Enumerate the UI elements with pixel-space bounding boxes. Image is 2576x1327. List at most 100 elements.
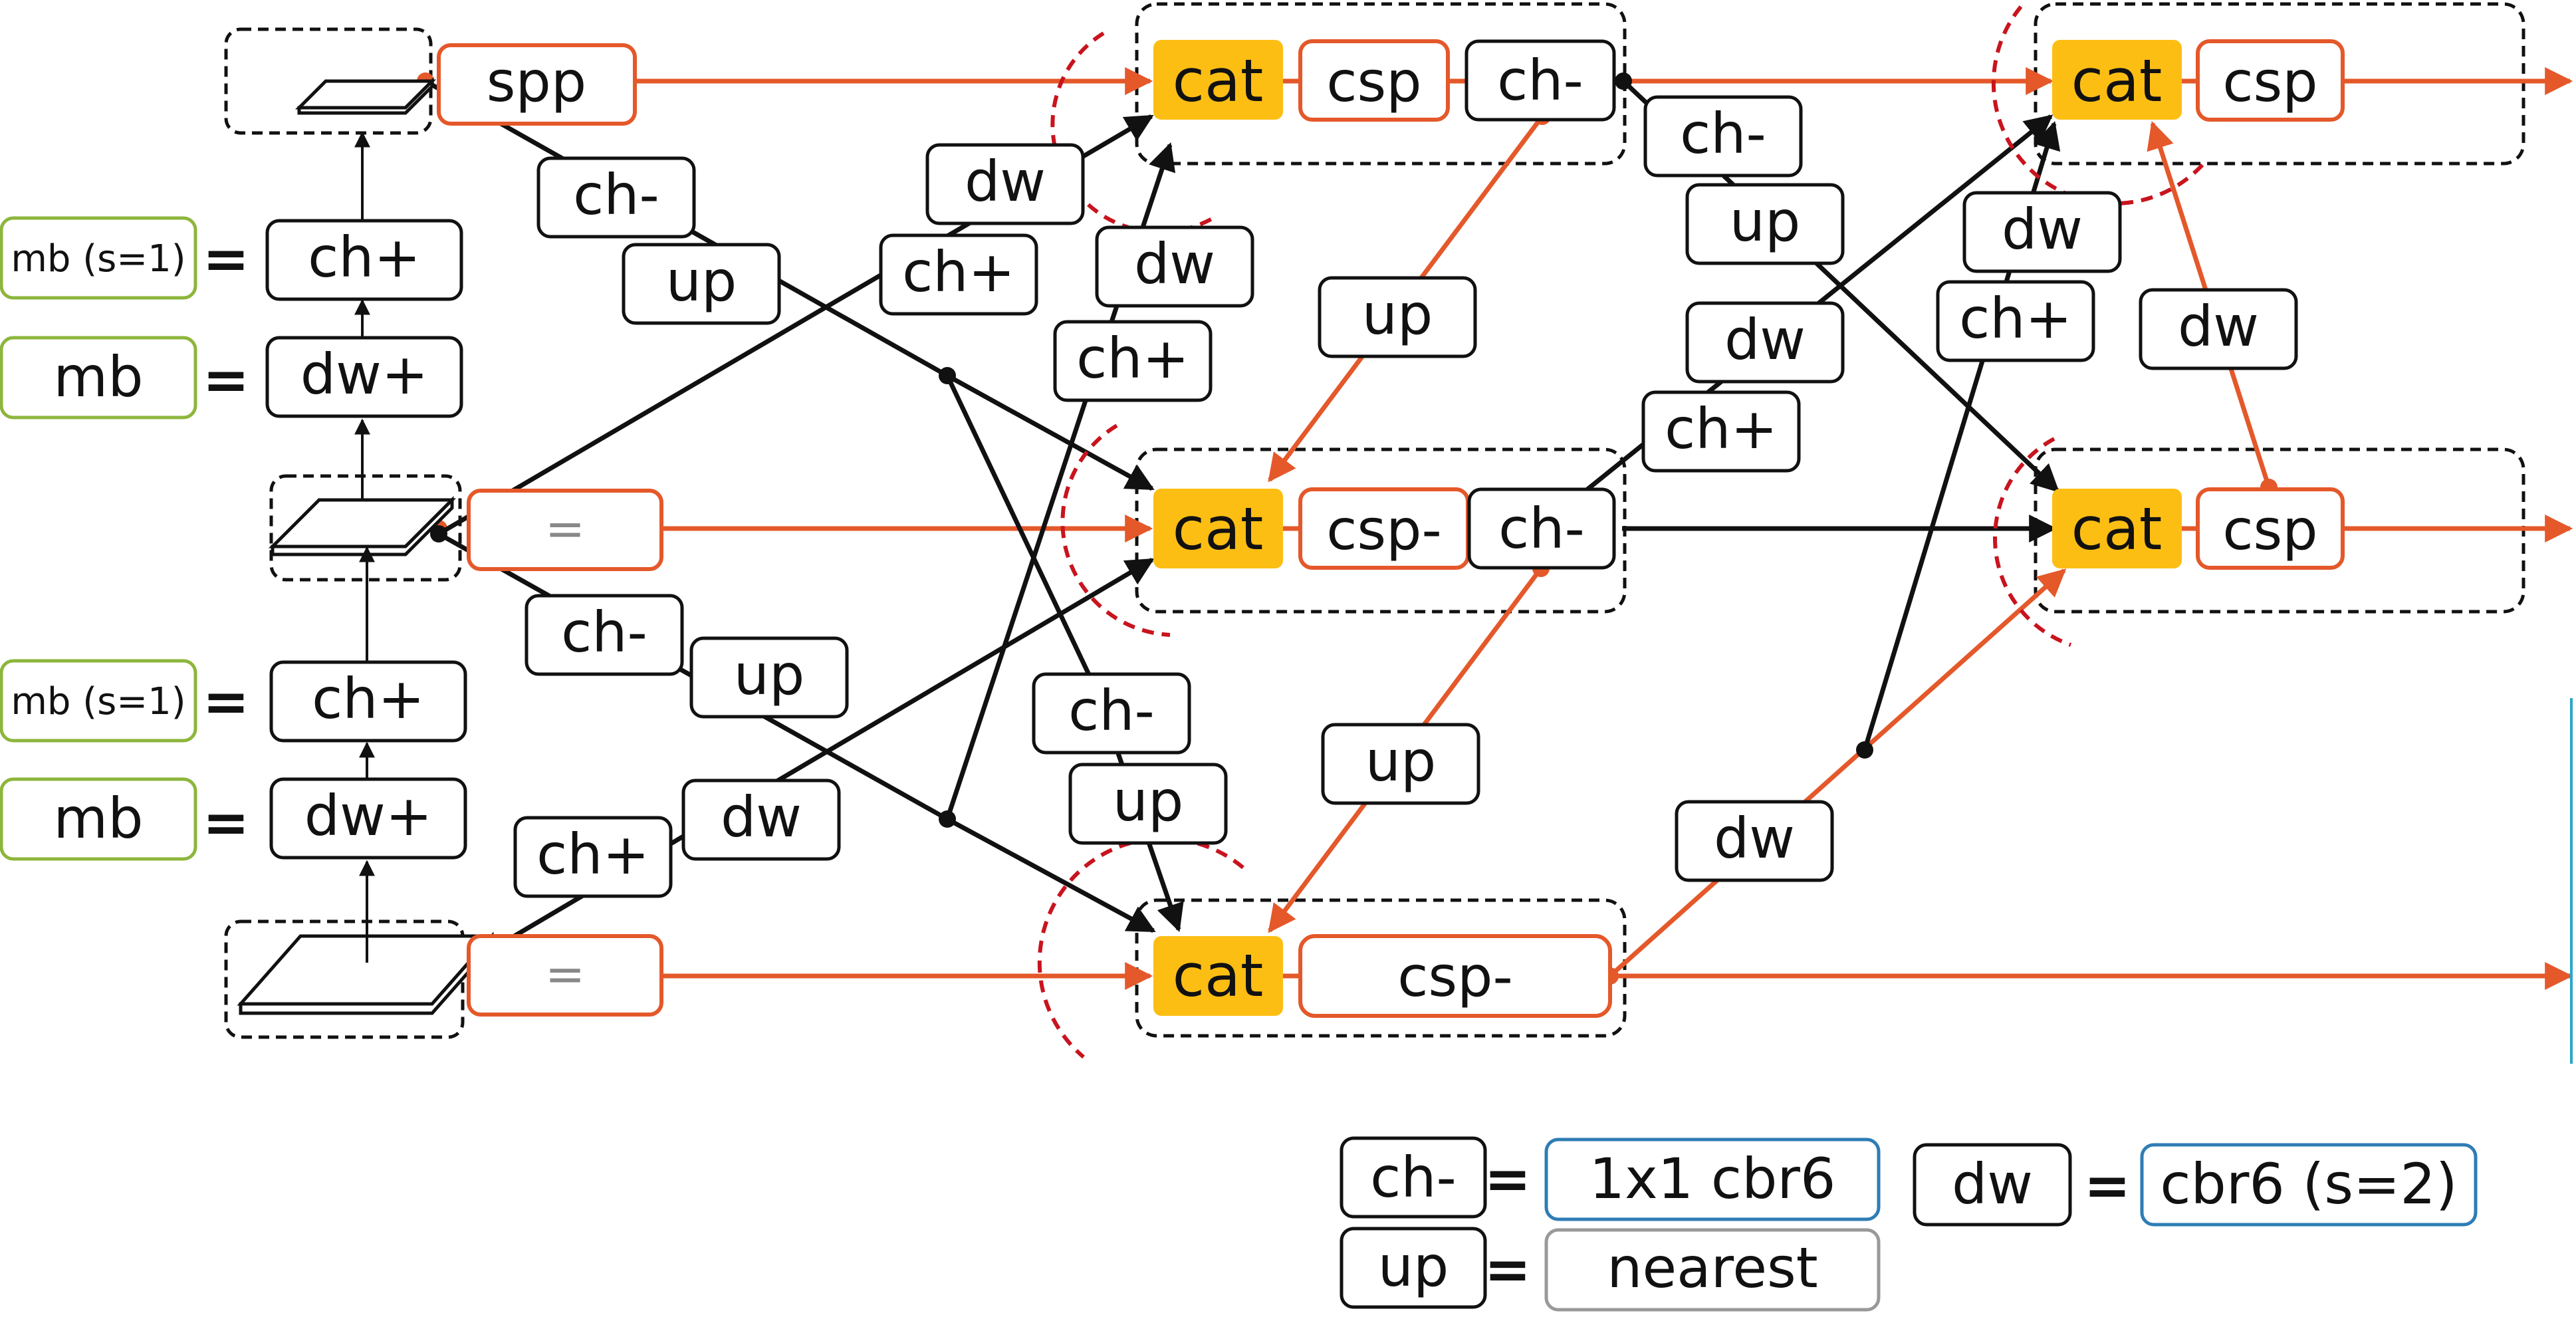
edge-label-i1-text: dw: [1724, 307, 1806, 372]
bot-identity-node[interactable]: =: [467, 934, 663, 1017]
upper-ch-plus-node[interactable]: ch+: [265, 219, 463, 301]
col2-top-csp[interactable]: csp: [2196, 39, 2345, 122]
feature-map-mid: [268, 495, 457, 556]
edge-label-k2[interactable]: dw: [1675, 800, 1834, 882]
spp-node[interactable]: spp: [437, 43, 637, 126]
spp-label: spp: [487, 49, 586, 114]
edge-label-e1[interactable]: dw: [681, 779, 841, 861]
edge-label-d1[interactable]: ch-: [525, 594, 684, 676]
edge-label-g1-text: up: [1362, 282, 1433, 347]
col2-mid-csp[interactable]: csp: [2196, 487, 2345, 570]
edge-label-i1[interactable]: dw: [1685, 301, 1845, 384]
lower-dw-plus-node[interactable]: dw+: [269, 777, 467, 860]
edge-label-j1-text: dw: [2002, 197, 2083, 262]
legend-eq-1: =: [1484, 1146, 1531, 1211]
edge-label-k1[interactable]: dw: [2139, 288, 2298, 370]
feature-map-top: [294, 76, 437, 115]
col1-mid-row: cat csp- ch-: [1153, 487, 1616, 570]
col1-mid-ch-minus-label: ch-: [1498, 496, 1585, 561]
upper-ch-plus-label: ch+: [308, 225, 421, 290]
col2-top-cat-label: cat: [2071, 47, 2163, 115]
col1-bot-csp-minus[interactable]: csp-: [1298, 934, 1612, 1018]
col1-bot-cat-label: cat: [1173, 941, 1264, 1010]
edge-label-h1-text: ch-: [1680, 101, 1766, 166]
col1-mid-cat[interactable]: cat: [1153, 489, 1283, 568]
upper-mb-node[interactable]: mb: [0, 336, 197, 420]
lower-mb-s1-label: mb (s=1): [11, 680, 185, 723]
edge-label-a1-text: ch-: [573, 162, 659, 227]
edge-label-j1[interactable]: dw: [1962, 191, 2122, 273]
legend-up: up: [1340, 1227, 1487, 1309]
upper-dw-plus-label: dw+: [300, 342, 428, 407]
edge-label-e1-text: dw: [721, 784, 802, 850]
edge-label-a1[interactable]: ch-: [536, 156, 696, 239]
edge-label-c2[interactable]: ch+: [1053, 320, 1213, 402]
edge-label-j2[interactable]: ch+: [1936, 280, 2095, 362]
lower-mb-node[interactable]: mb: [0, 777, 197, 861]
edge-label-g1[interactable]: up: [1318, 276, 1477, 358]
edge-label-c1[interactable]: dw: [1095, 225, 1254, 308]
group-backbone-bot: [224, 919, 465, 1039]
eq-sign-1: =: [203, 226, 249, 291]
mid-identity-node[interactable]: =: [467, 489, 663, 571]
backbone-nodes: spp = = ch+ dw+ mb (s=1) mb = =: [0, 43, 663, 1017]
edge-label-h2-text: up: [1730, 189, 1801, 254]
edge-label-f2[interactable]: up: [1068, 763, 1228, 845]
group-col2-top: [2034, 2, 2525, 166]
col2-mid-cat-label: cat: [2071, 495, 2163, 563]
edge-label-f1-text: ch-: [1068, 678, 1155, 743]
edge-label-i2-text: ch+: [1665, 396, 1778, 461]
edge-label-f1[interactable]: ch-: [1032, 672, 1191, 755]
edge-label-d2-text: up: [734, 642, 805, 707]
col1-top-cat[interactable]: cat: [1153, 40, 1283, 120]
col1-top-ch-minus[interactable]: ch-: [1464, 39, 1616, 122]
col1-bot-csp-minus-label: csp-: [1397, 944, 1513, 1009]
mid-identity-label: =: [545, 501, 585, 556]
edge-label-g2[interactable]: up: [1321, 723, 1480, 805]
upper-mb-s1-label: mb (s=1): [11, 237, 185, 281]
lower-mb-label: mb: [53, 786, 143, 851]
edge-label-boxes: ch- up dw ch+ dw ch+ ch- up dw ch+ ch- u…: [513, 95, 2298, 898]
group-backbone-mid: [269, 474, 462, 582]
edge-label-g2-text: up: [1365, 729, 1437, 794]
edge-label-e2-text: ch+: [536, 822, 649, 887]
edge-label-b2[interactable]: ch+: [879, 233, 1038, 316]
lower-mb-s1-node[interactable]: mb (s=1): [0, 659, 197, 743]
edge-label-b1[interactable]: dw: [925, 143, 1085, 225]
edge-label-k1-text: dw: [2178, 294, 2259, 359]
col2-top-csp-label: csp: [2222, 49, 2317, 114]
edge-bot-up: [437, 557, 1155, 983]
edge-label-a2[interactable]: up: [622, 243, 781, 325]
feature-maps: [237, 76, 496, 1015]
col1-mid-csp-minus[interactable]: csp-: [1298, 487, 1470, 570]
upper-dw-plus-node[interactable]: dw+: [265, 336, 463, 418]
col2-top-cat[interactable]: cat: [2052, 40, 2182, 120]
col1-mid-cat-label: cat: [1173, 495, 1264, 563]
edge-label-d2[interactable]: up: [689, 636, 849, 719]
edge-label-h1[interactable]: ch-: [1643, 95, 1803, 178]
edge-label-j2-text: ch+: [1959, 286, 2072, 351]
edge-label-h2[interactable]: up: [1685, 183, 1845, 265]
edge-label-e2[interactable]: ch+: [513, 816, 673, 898]
eq-sign-2: =: [203, 347, 249, 412]
edge-label-c1-text: dw: [1134, 231, 1215, 297]
edge-label-c2-text: ch+: [1076, 326, 1189, 391]
upper-mb-s1-node[interactable]: mb (s=1): [0, 216, 197, 300]
col1-bot-row: cat csp-: [1153, 934, 1612, 1018]
col1-top-ch-minus-label: ch-: [1497, 48, 1583, 113]
upper-mb-label: mb: [53, 344, 143, 410]
col2-mid-cat[interactable]: cat: [2052, 489, 2182, 568]
legend-up-def: nearest: [1544, 1228, 1881, 1312]
edge-label-i2[interactable]: ch+: [1641, 390, 1801, 473]
legend-up-label: up: [1378, 1234, 1449, 1299]
lower-ch-plus-node[interactable]: ch+: [269, 660, 467, 743]
col2-mid-csp-label: csp: [2222, 497, 2317, 562]
legend-dw-label: dw: [1952, 1151, 2033, 1217]
legend-eq-2: =: [2084, 1153, 2131, 1218]
col1-top-csp[interactable]: csp: [1298, 39, 1450, 122]
col1-mid-ch-minus[interactable]: ch-: [1467, 487, 1616, 570]
bot-identity-label: =: [545, 946, 585, 1002]
col1-bot-cat[interactable]: cat: [1153, 936, 1283, 1016]
edge-label-f2-text: up: [1113, 769, 1184, 834]
